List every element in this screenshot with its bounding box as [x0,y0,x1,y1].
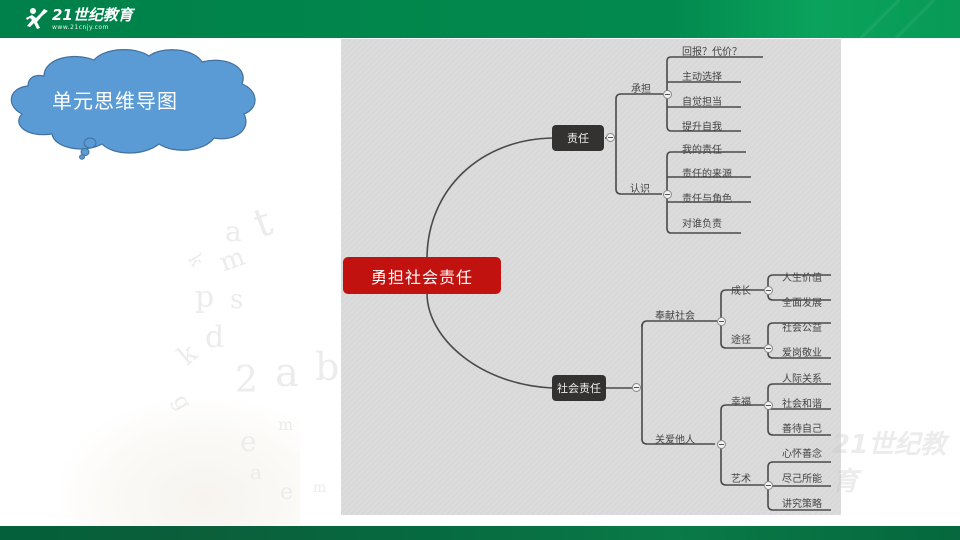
leaf-node[interactable]: 责任的来源 [682,169,732,180]
brand-name: 21世纪教育 [52,5,133,24]
leaf-node[interactable]: 人际关系 [782,374,822,385]
collapse-icon[interactable] [764,401,773,410]
callout-title: 单元思维导图 [52,89,178,113]
footer-bar [0,526,960,540]
collapse-icon[interactable] [663,90,672,99]
collapse-icon[interactable] [764,286,773,295]
collapse-icon[interactable] [663,190,672,199]
mind-map-connectors [426,56,831,511]
subnode-path[interactable]: 途径 [731,335,751,346]
leaf-node[interactable]: 我的责任 [682,145,722,156]
collapse-icon[interactable] [764,481,773,490]
subnode-recognize[interactable]: 认识 [630,184,650,195]
leaf-node[interactable]: 尽己所能 [782,474,822,485]
mind-map: 勇担社会责任 责任 社会责任 承担 回报？代价？ 主动选择 自觉担当 提升自我 … [341,39,841,515]
branch-node-responsibility[interactable]: 责任 [552,125,604,151]
leaf-node[interactable]: 善待自己 [782,424,822,435]
leaf-node[interactable]: 讲究策略 [782,499,822,510]
leaf-node[interactable]: 自觉担当 [682,97,722,108]
leaf-node[interactable]: 回报？代价？ [682,47,742,58]
branch-node-social-responsibility[interactable]: 社会责任 [552,375,606,401]
collapse-icon[interactable] [764,344,773,353]
leaf-node[interactable]: 爱岗敬业 [782,348,822,359]
brand-logo: 21世纪教育 www.21cnjy.com [22,4,133,34]
collapse-icon[interactable] [717,440,726,449]
subnode-undertake[interactable]: 承担 [631,84,651,95]
book-background [60,400,300,525]
chevron-decoration [860,0,900,38]
subnode-care-others[interactable]: 关爱他人 [655,435,695,446]
subnode-happiness[interactable]: 幸福 [731,397,751,408]
collapse-icon[interactable] [717,317,726,326]
subnode-art[interactable]: 艺术 [731,474,751,485]
root-node[interactable]: 勇担社会责任 [343,257,501,294]
subnode-dedicate-society[interactable]: 奉献社会 [655,311,695,322]
leaf-node[interactable]: 社会公益 [782,323,822,334]
header-bar: 21世纪教育 www.21cnjy.com [0,0,960,38]
leaf-node[interactable]: 心怀善念 [782,449,822,460]
leaf-node[interactable]: 责任与角色 [682,194,732,205]
chevron-decoration [895,0,935,38]
collapse-icon[interactable] [606,133,615,142]
leaf-node[interactable]: 提升自我 [682,122,722,133]
subnode-growth[interactable]: 成长 [731,286,751,297]
runner-icon [26,8,48,29]
leaf-node[interactable]: 主动选择 [682,72,722,83]
leaf-node[interactable]: 对谁负责 [682,219,722,230]
brand-url: www.21cnjy.com [52,23,109,31]
collapse-icon[interactable] [632,383,641,392]
leaf-node[interactable]: 人生价值 [782,273,822,284]
leaf-node[interactable]: 社会和谐 [782,399,822,410]
cloud-callout-shape [10,49,256,160]
leaf-node[interactable]: 全面发展 [782,298,822,309]
watermark: 21世纪教育 [832,430,947,497]
